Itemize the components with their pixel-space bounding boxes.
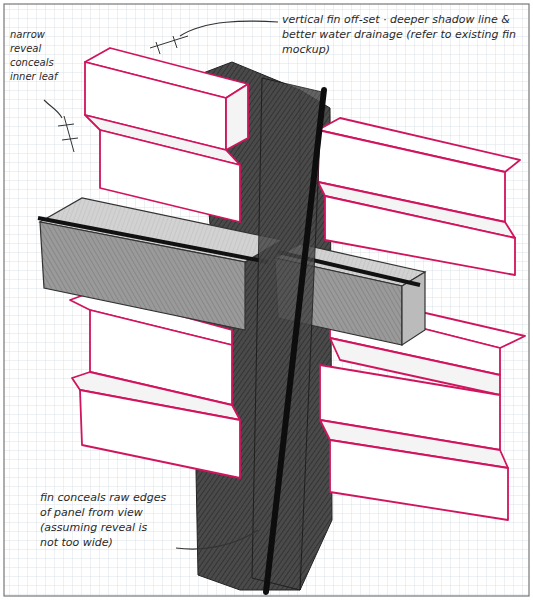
annotation-note: narrow reveal conceals inner leaf	[10, 28, 66, 84]
annotation-note: vertical fin off-set · deeper shadow lin…	[282, 12, 522, 57]
annotation-note: fin conceals raw edges of panel from vie…	[40, 490, 168, 550]
